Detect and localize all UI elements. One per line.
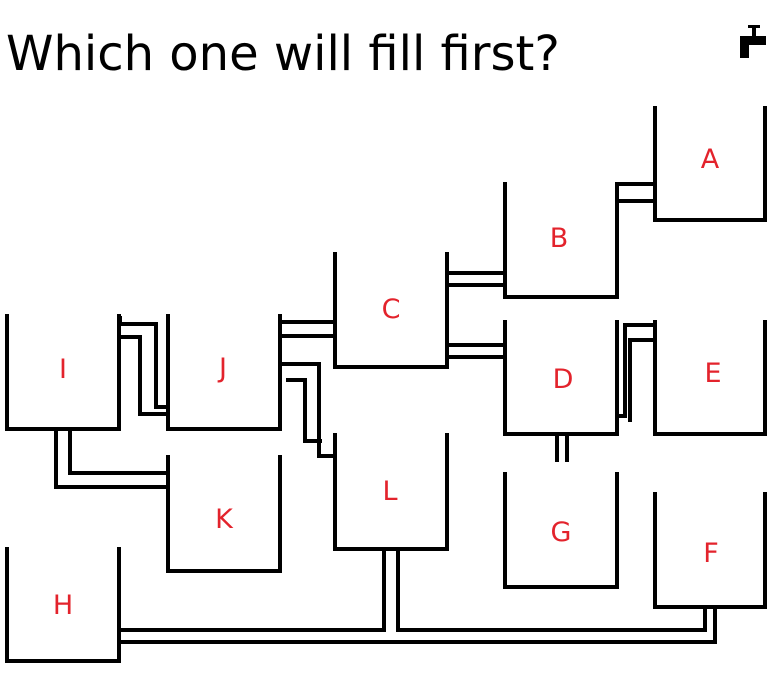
tank-label-i: I xyxy=(59,354,67,385)
pipe-d-to-e xyxy=(615,323,657,422)
pipe-d-to-g xyxy=(555,432,569,462)
tank-label-a: A xyxy=(701,144,720,175)
tank-label-l: L xyxy=(382,476,397,507)
tank-g: G xyxy=(503,472,619,589)
tank-b: B xyxy=(503,182,619,299)
pipe-b-to-c xyxy=(445,271,507,287)
tank-h: H xyxy=(5,547,121,663)
pipe-j-to-l xyxy=(278,362,337,458)
pipe-a-to-b xyxy=(615,182,657,203)
tank-label-g: G xyxy=(551,517,572,548)
pipe-c-to-j xyxy=(278,320,337,338)
tank-l: L xyxy=(333,433,449,551)
faucet-icon xyxy=(740,25,766,58)
pipe-i-to-k xyxy=(54,427,170,489)
pipe-j-to-i xyxy=(117,316,170,416)
tank-a: A xyxy=(653,106,767,222)
pipe-c-to-d xyxy=(445,343,507,359)
puzzle-title: Which one will fill first? xyxy=(6,26,560,82)
tank-f: F xyxy=(653,492,767,609)
tank-c: C xyxy=(333,252,449,369)
tank-label-b: B xyxy=(550,223,569,254)
tank-label-k: K xyxy=(215,504,234,535)
tank-label-c: C xyxy=(382,294,401,325)
tank-label-j: J xyxy=(217,353,227,384)
tank-e: E xyxy=(653,320,767,436)
tank-j: J xyxy=(166,314,282,431)
tank-d: D xyxy=(503,320,619,436)
tank-i: I xyxy=(5,314,121,431)
tank-label-d: D xyxy=(553,364,574,395)
tank-label-e: E xyxy=(704,358,721,389)
tank-label-f: F xyxy=(703,538,719,569)
pipe-l-h-f xyxy=(117,547,717,644)
tank-label-h: H xyxy=(53,590,73,621)
tank-k: K xyxy=(166,455,282,573)
